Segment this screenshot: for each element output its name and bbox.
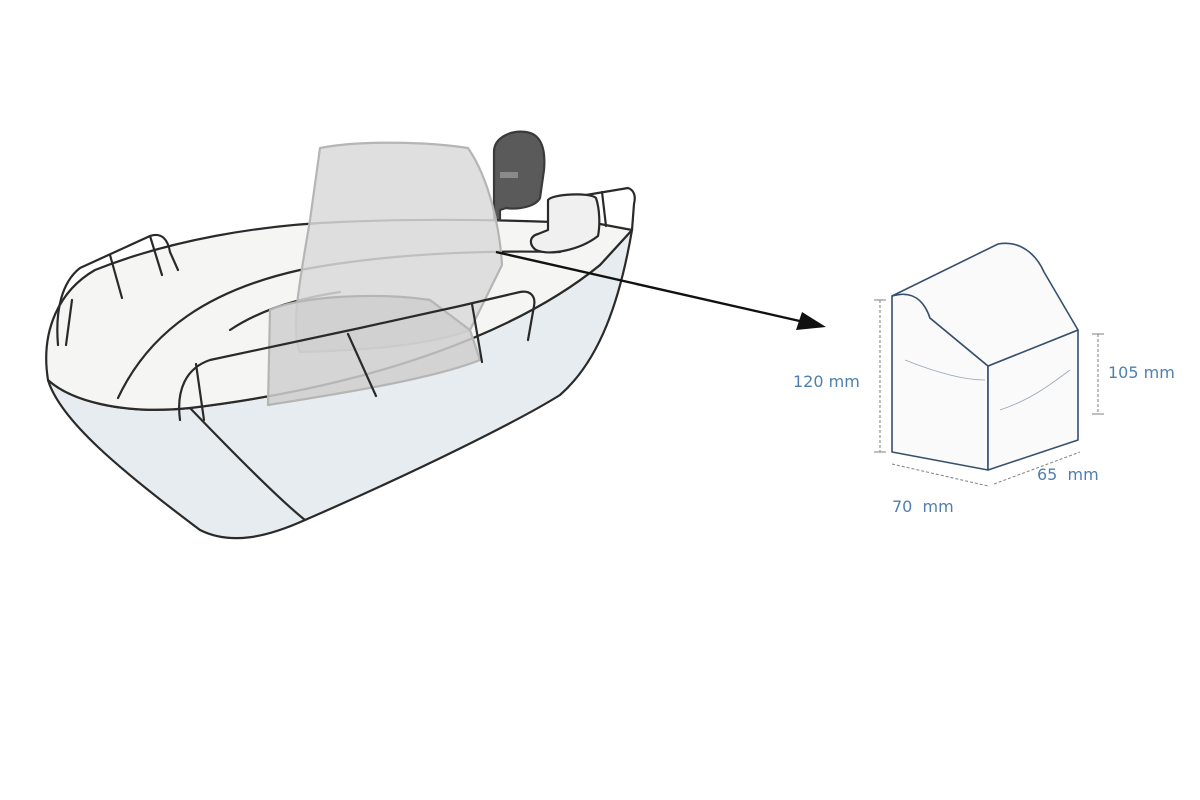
boat-stern-rail-post bbox=[600, 190, 608, 228]
cover-top-face bbox=[891, 242, 1079, 367]
boat-side-rail bbox=[178, 290, 536, 422]
arrow-shaft bbox=[495, 250, 805, 324]
outboard-motor bbox=[492, 130, 546, 222]
dim-line-width bbox=[891, 463, 989, 487]
boat-bow-rail-post-3 bbox=[148, 234, 164, 277]
dimension-label-front-height: 120 mm bbox=[793, 372, 860, 391]
boat-side-rail-post-2 bbox=[346, 332, 378, 398]
dimension-label-depth: 65 mm bbox=[1037, 465, 1099, 484]
boat-keel-line bbox=[188, 406, 307, 522]
dimension-label-back-height: 105 mm bbox=[1108, 363, 1175, 382]
cover-fold-line-1 bbox=[904, 359, 986, 381]
boat-illustration-icon bbox=[45, 130, 636, 540]
boat-bow-rail-post-2 bbox=[108, 253, 124, 300]
console-cover-icon bbox=[891, 242, 1079, 471]
boat-bow-rail bbox=[56, 233, 180, 347]
outboard-motor-label bbox=[500, 172, 518, 178]
boat-console-base bbox=[266, 294, 482, 407]
boat-side-rail-post-1 bbox=[194, 362, 206, 422]
boat-stern-rail bbox=[578, 186, 636, 232]
boat-side-rail-post-3 bbox=[470, 302, 484, 364]
boat-bow-rail-post-1 bbox=[64, 298, 74, 347]
dimension-lines bbox=[874, 299, 1104, 487]
dimension-label-width: 70 mm bbox=[892, 497, 954, 516]
arrow-head bbox=[796, 312, 826, 330]
dim-line-depth bbox=[993, 451, 1081, 485]
rear-seat bbox=[529, 193, 601, 254]
arrow-right-icon bbox=[495, 250, 826, 330]
cover-fold-line-2 bbox=[999, 369, 1071, 411]
